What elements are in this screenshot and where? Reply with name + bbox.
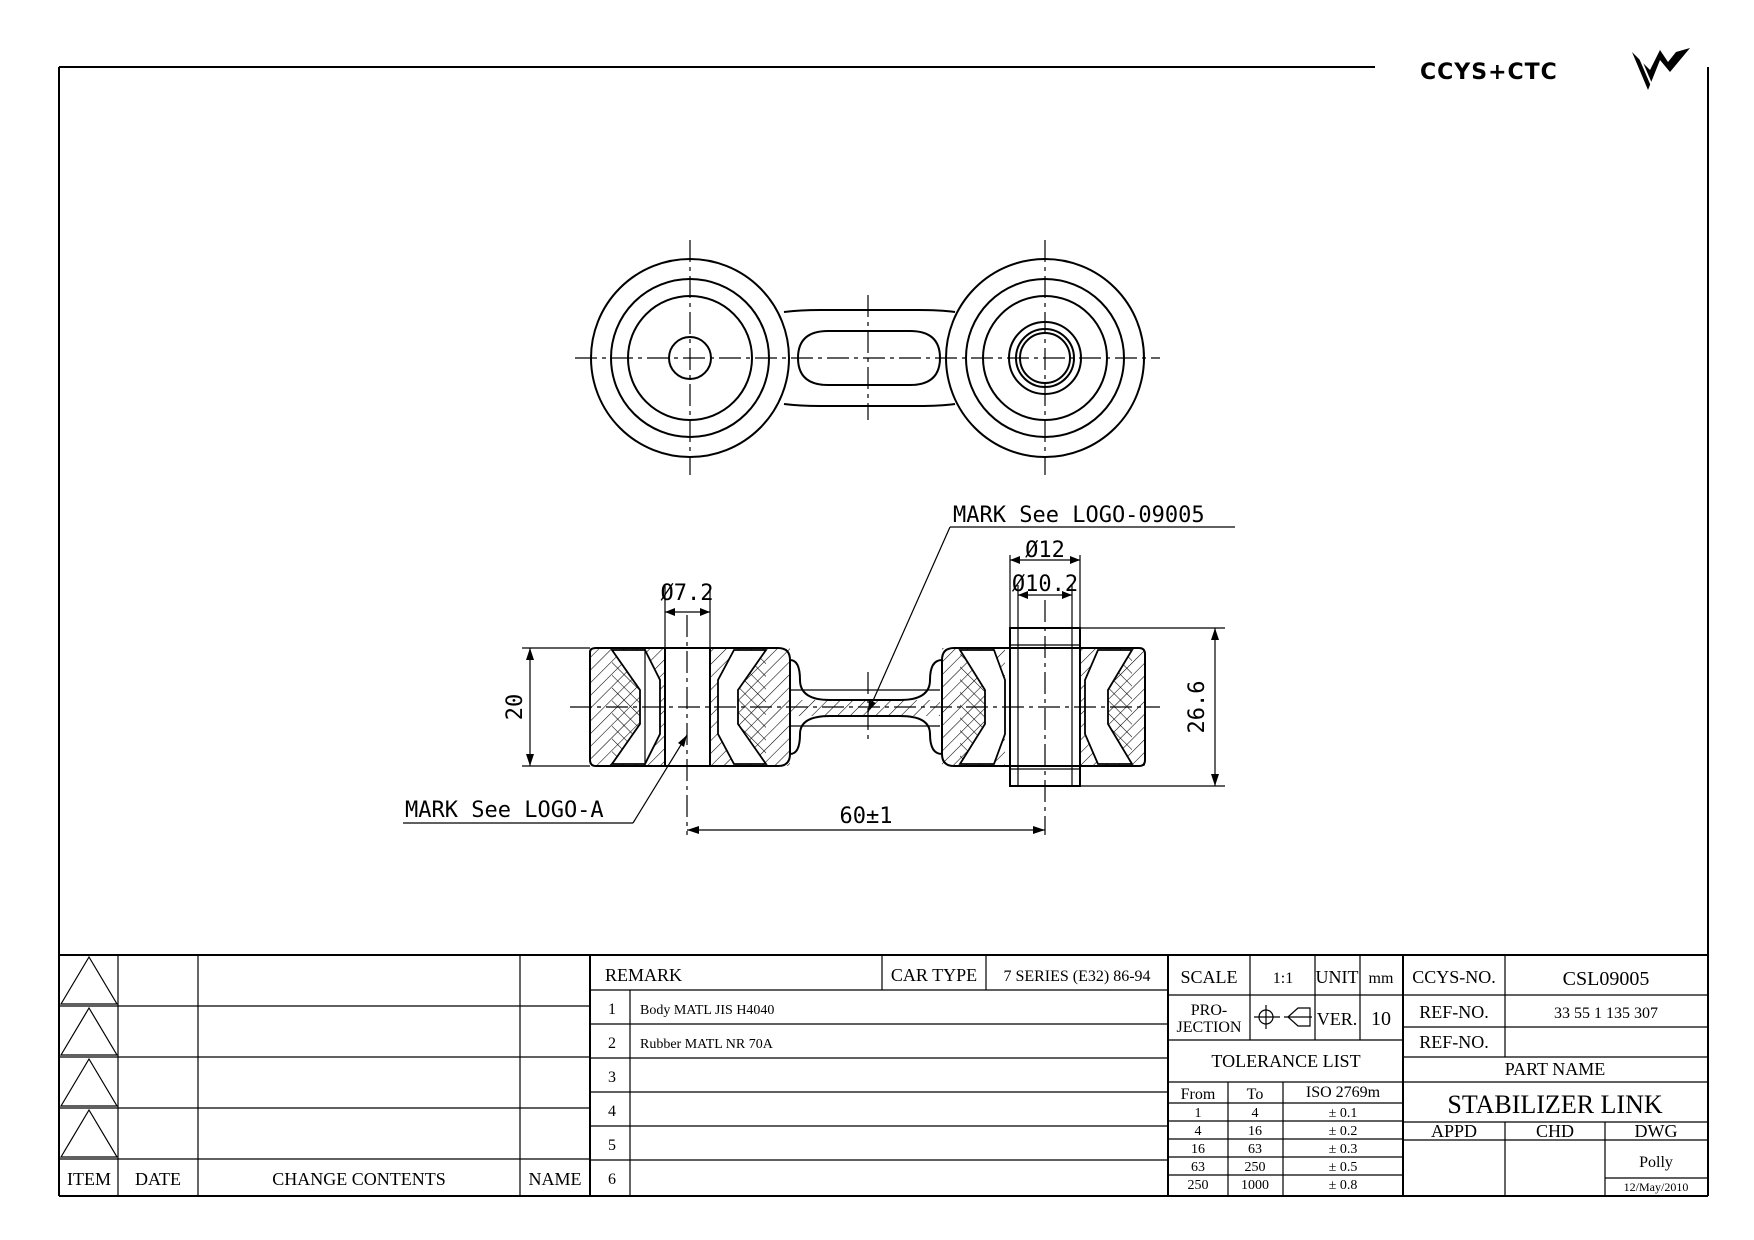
- revision-triangle-icon: [59, 1108, 119, 1158]
- unit-label: UNIT: [1316, 967, 1359, 987]
- tol-to: 250: [1245, 1160, 1266, 1175]
- dim-d10-2-label: Ø10.2: [1012, 572, 1078, 597]
- tol-from: 250: [1188, 1178, 1209, 1193]
- remark-row-no: 4: [608, 1103, 616, 1120]
- tol-value: ± 0.5: [1329, 1160, 1358, 1175]
- chd-label: CHD: [1536, 1121, 1574, 1141]
- dim-20-label: 20: [503, 694, 528, 721]
- ref-no-value: 33 55 1 135 307: [1554, 1005, 1658, 1022]
- appd-label: APPD: [1431, 1121, 1477, 1141]
- remark-header: REMARK: [605, 965, 682, 985]
- tol-to: 16: [1248, 1124, 1262, 1139]
- part-name-label: PART NAME: [1505, 1059, 1605, 1079]
- dim-d7-2-label: Ø7.2: [661, 581, 714, 606]
- dwg-date: 12/May/2010: [1624, 1180, 1689, 1194]
- section-view: [570, 600, 1160, 835]
- tol-to: 4: [1252, 1106, 1259, 1121]
- tol-from: 1: [1195, 1106, 1202, 1121]
- remark-row-no: 3: [608, 1069, 616, 1086]
- dim-60-label: 60±1: [840, 804, 893, 829]
- tol-col-std: ISO 2769m: [1306, 1084, 1381, 1101]
- tol-col-from: From: [1181, 1086, 1216, 1103]
- tol-to: 63: [1248, 1142, 1262, 1157]
- remark-table: REMARK CAR TYPE 7 SERIES (E32) 86-94 1 B…: [590, 955, 1169, 1196]
- logo-text: CCYS+CTC: [1420, 60, 1558, 85]
- part-name-value: STABILIZER LINK: [1447, 1090, 1662, 1119]
- drawing-frame: [58, 66, 1709, 1197]
- col-name-header: NAME: [529, 1169, 582, 1189]
- tol-from: 63: [1191, 1160, 1205, 1175]
- tol-from: 16: [1191, 1142, 1205, 1157]
- tol-from: 4: [1195, 1124, 1202, 1139]
- ref-no-label: REF-NO.: [1419, 1002, 1489, 1022]
- tolerance-table: TOLERANCE LIST From To ISO 2769m 1 4 ± 0…: [1168, 1051, 1403, 1196]
- revision-triangle-icon: [59, 1057, 119, 1107]
- scale-value: 1:1: [1273, 970, 1293, 987]
- dimensions: 20 26.6 Ø7.2 Ø12 Ø10.2 60±1: [403, 503, 1235, 834]
- ccys-no-value: CSL09005: [1563, 968, 1650, 990]
- tol-col-to: To: [1247, 1086, 1264, 1103]
- title-block: ITEM DATE CHANGE CONTENTS NAME REMARK CA…: [59, 954, 1708, 1196]
- tol-value: ± 0.8: [1329, 1178, 1358, 1193]
- tol-value: ± 0.3: [1329, 1142, 1358, 1157]
- col-change-contents-header: CHANGE CONTENTS: [272, 1169, 446, 1189]
- remark-row-no: 5: [608, 1137, 616, 1154]
- tolerance-title: TOLERANCE LIST: [1211, 1051, 1360, 1071]
- top-view: [575, 240, 1160, 475]
- car-type-label: CAR TYPE: [891, 965, 977, 985]
- col-date-header: DATE: [135, 1169, 181, 1189]
- revision-table: ITEM DATE CHANGE CONTENTS NAME: [59, 955, 591, 1196]
- part-info-block: CCYS-NO. CSL09005 REF-NO. 33 55 1 135 30…: [1403, 955, 1708, 1196]
- tol-to: 1000: [1241, 1178, 1269, 1193]
- ver-value: 10: [1371, 1008, 1391, 1030]
- scale-label: SCALE: [1180, 967, 1237, 987]
- projection-label-2: JECTION: [1177, 1019, 1242, 1036]
- unit-value: mm: [1369, 970, 1394, 987]
- specs-block: SCALE 1:1 UNIT mm PRO- JECTION VER. 10: [1168, 955, 1404, 1196]
- col-item-header: ITEM: [67, 1169, 111, 1189]
- logo-mark-icon: [1632, 48, 1690, 90]
- remark-row-text: Rubber MATL NR 70A: [640, 1037, 774, 1052]
- first-angle-projection-icon: [1254, 1005, 1312, 1029]
- ccys-no-label: CCYS-NO.: [1412, 967, 1496, 987]
- tol-value: ± 0.2: [1329, 1124, 1358, 1139]
- remark-row-no: 2: [608, 1035, 616, 1052]
- ver-label: VER.: [1317, 1009, 1358, 1029]
- projection-label-1: PRO-: [1191, 1002, 1227, 1019]
- car-type-value: 7 SERIES (E32) 86-94: [1003, 968, 1150, 985]
- dim-d12-label: Ø12: [1025, 538, 1065, 563]
- dwg-name: Polly: [1639, 1154, 1673, 1171]
- dwg-label: DWG: [1635, 1121, 1678, 1141]
- mark-logo-a-label: MARK See LOGO-A: [405, 798, 604, 823]
- dim-26-6-label: 26.6: [1185, 681, 1210, 734]
- mark-logo-09005-label: MARK See LOGO-09005: [953, 503, 1205, 528]
- remark-row-no: 1: [608, 1001, 616, 1018]
- revision-triangle-icon: [59, 955, 119, 1005]
- ref-no-label-2: REF-NO.: [1419, 1032, 1489, 1052]
- tol-value: ± 0.1: [1329, 1106, 1358, 1121]
- company-logo: CCYS+CTC: [1420, 48, 1690, 90]
- remark-row-text: Body MATL JIS H4040: [640, 1003, 774, 1018]
- revision-triangle-icon: [59, 1006, 119, 1056]
- remark-row-no: 6: [608, 1171, 616, 1188]
